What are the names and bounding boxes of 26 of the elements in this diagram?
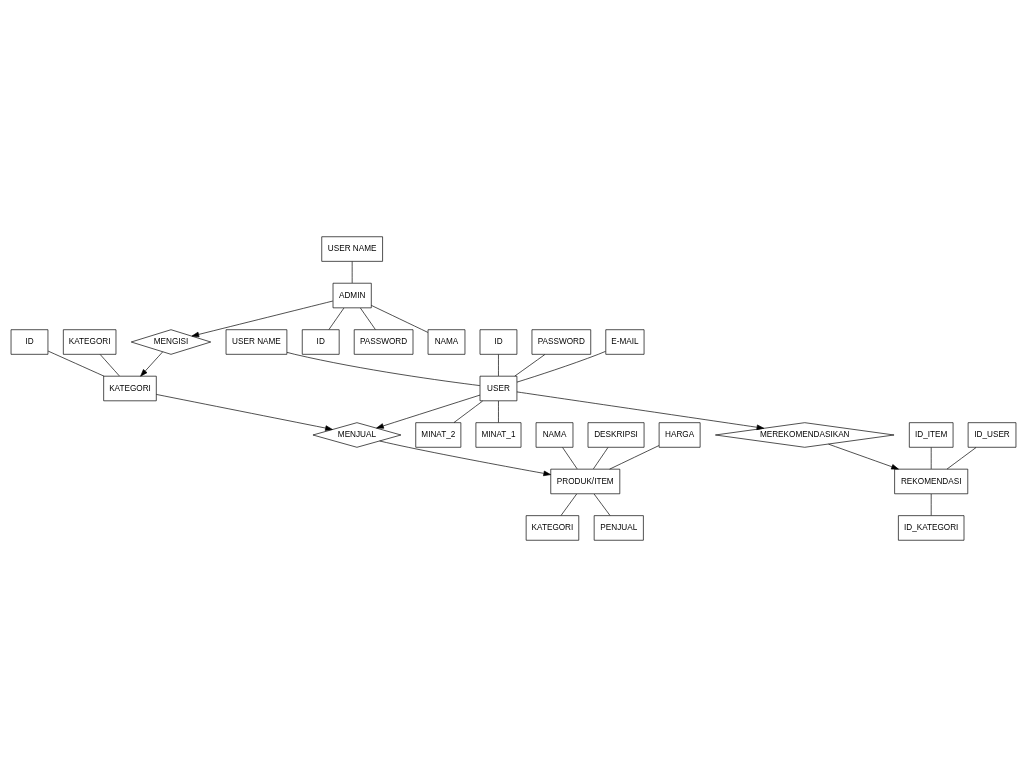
arrow	[828, 443, 899, 470]
connector	[560, 493, 577, 516]
arrow	[191, 300, 334, 338]
connector	[593, 447, 609, 470]
arrow	[516, 391, 765, 430]
connector	[516, 351, 606, 383]
connector	[930, 493, 932, 516]
connector	[351, 261, 353, 284]
connector	[360, 307, 376, 330]
arrow	[379, 440, 551, 477]
connector	[593, 493, 611, 516]
arrow	[376, 394, 481, 429]
connector	[946, 447, 977, 470]
connector	[371, 305, 429, 333]
connector	[498, 354, 499, 377]
connector	[286, 352, 481, 386]
arrow	[140, 351, 164, 377]
connector	[609, 445, 660, 470]
connector	[562, 447, 578, 470]
arrow	[156, 394, 333, 431]
connector	[453, 400, 483, 423]
connector	[498, 400, 499, 423]
connector	[47, 350, 105, 377]
connector	[514, 354, 546, 377]
connector	[99, 354, 120, 377]
connector	[328, 307, 345, 330]
